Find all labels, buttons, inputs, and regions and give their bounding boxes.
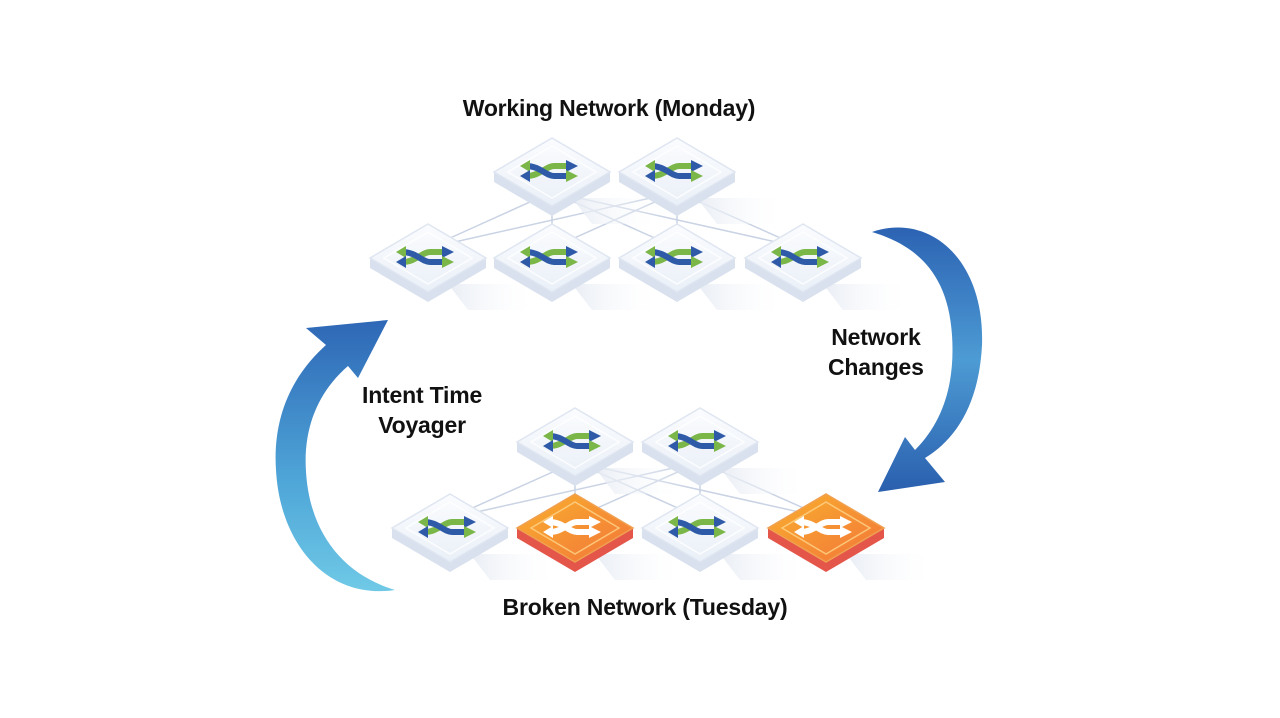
working-top-switch-2 xyxy=(617,137,787,224)
broken-top-switch-2 xyxy=(640,407,810,494)
switch-icon xyxy=(396,246,454,268)
broken-bottom-switch-1 xyxy=(390,493,560,580)
broken-network-title: Broken Network (Tuesday) xyxy=(502,594,788,620)
working-bottom-switch-2 xyxy=(492,223,662,310)
intent-time-voyager-line1: Intent Time xyxy=(362,382,483,408)
switch-icon xyxy=(418,516,476,538)
broken-top-switch-1 xyxy=(515,407,685,494)
working-bottom-switch-4 xyxy=(743,223,913,310)
working-network-title: Working Network (Monday) xyxy=(462,95,756,121)
network-changes-label: Network Changes xyxy=(828,322,924,382)
broken-bottom-switch-2 xyxy=(515,493,685,580)
switch-icon xyxy=(645,160,703,182)
broken-switch-icon xyxy=(543,516,601,538)
network-changes-line1: Network xyxy=(831,324,921,350)
switch-icon xyxy=(668,516,726,538)
switch-icon xyxy=(520,160,578,182)
switch-icon xyxy=(645,246,703,268)
working-bottom-switch-1 xyxy=(368,223,538,310)
working-bottom-switch-3 xyxy=(617,223,787,310)
switch-icon xyxy=(771,246,829,268)
broken-bottom-switch-3 xyxy=(640,493,810,580)
broken-switch-icon xyxy=(794,516,852,538)
intent-time-voyager-line2: Voyager xyxy=(378,412,466,438)
switch-icon xyxy=(520,246,578,268)
working-top-switch-1 xyxy=(492,137,662,224)
switch-icon xyxy=(668,430,726,452)
switch-icon xyxy=(543,430,601,452)
broken-bottom-switch-4 xyxy=(766,493,936,580)
intent-time-voyager-arrow xyxy=(275,320,395,592)
network-changes-arrow xyxy=(872,227,983,493)
network-changes-line2: Changes xyxy=(828,354,924,380)
intent-time-voyager-label: Intent Time Voyager xyxy=(362,380,482,440)
